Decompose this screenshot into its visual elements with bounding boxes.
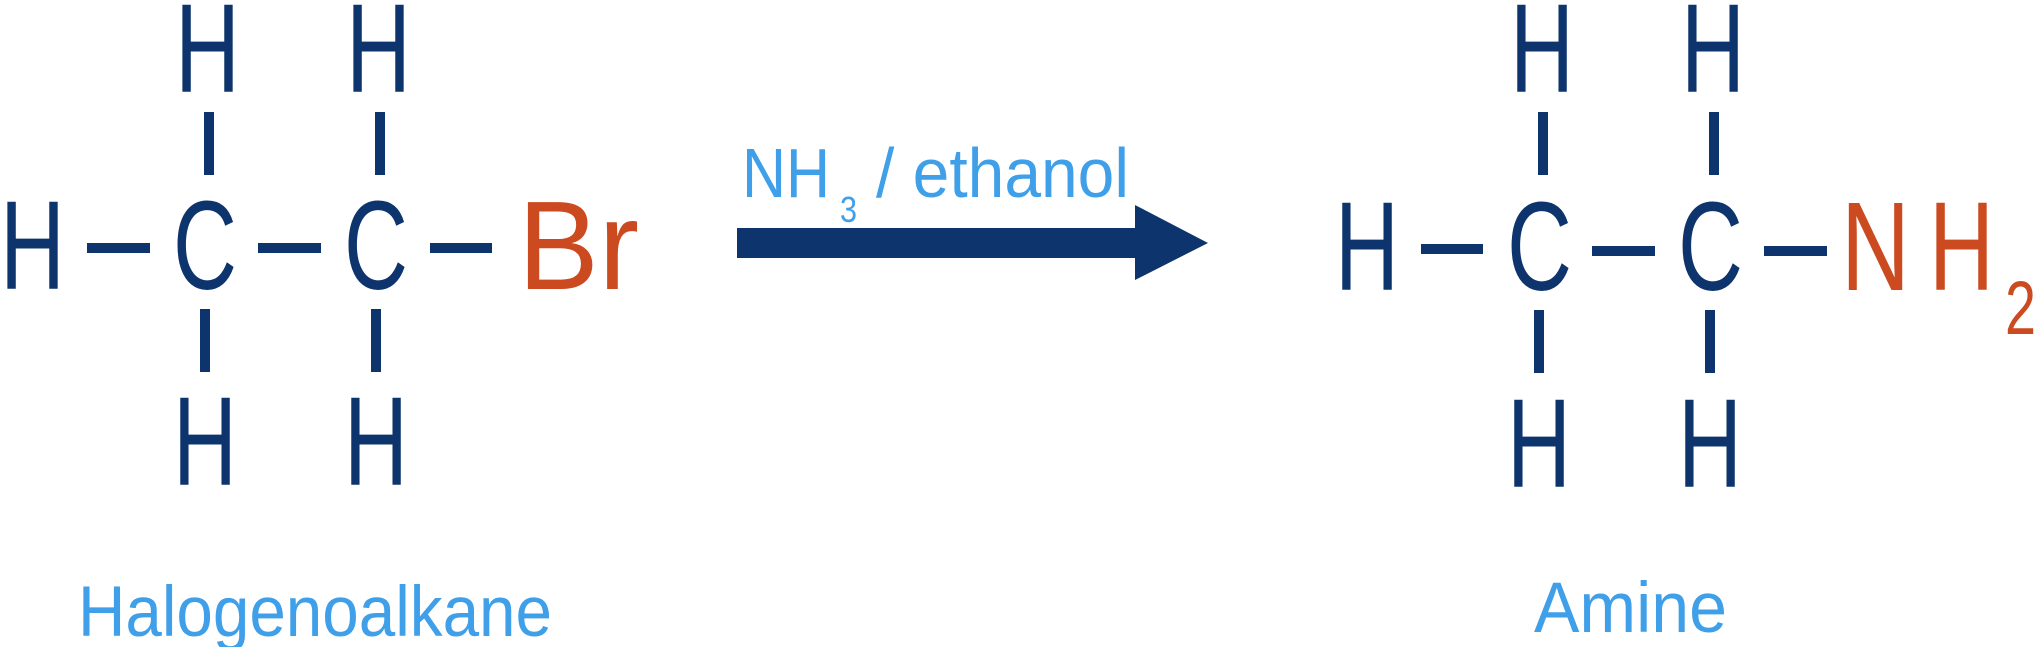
bond-horizontal (1421, 244, 1483, 254)
atom-hydrogen: H (1681, 0, 1745, 119)
reaction-arrow-icon (737, 205, 1208, 280)
atom-carbon: C (1507, 176, 1572, 317)
atom-carbon: C (1678, 176, 1743, 317)
amine-subscript: 2 (2005, 266, 2036, 351)
atom-hydrogen: H (1507, 373, 1571, 514)
atom-hydrogen-amine: H (1929, 176, 1994, 317)
bond-vertical (371, 309, 381, 372)
reagent-formula: NH (742, 134, 830, 212)
atom-carbon: C (344, 175, 408, 316)
reagent-subscript: 3 (840, 189, 857, 230)
bond-horizontal (87, 243, 150, 253)
bond-vertical (200, 309, 210, 372)
atom-hydrogen: H (344, 371, 408, 512)
atom-hydrogen: H (175, 0, 240, 119)
bond-vertical (1705, 310, 1715, 373)
bond-horizontal (430, 243, 492, 253)
bond-horizontal (1592, 246, 1655, 256)
atom-carbon: C (173, 175, 237, 316)
bond-vertical (1534, 310, 1544, 373)
reaction-arrow-group: NH 3 / ethanol (737, 134, 1208, 280)
reagent-conditions: / ethanol (876, 134, 1129, 212)
bond-horizontal (1764, 246, 1827, 256)
product-molecule: H H H C C N H 2 H H Amine (1335, 0, 2036, 647)
reactant-label: Halogenoalkane (78, 573, 552, 647)
bond-horizontal (258, 243, 321, 253)
bond-vertical (1709, 112, 1719, 175)
atom-hydrogen: H (1678, 373, 1742, 514)
bond-vertical (204, 112, 214, 175)
atom-hydrogen: H (346, 0, 411, 119)
atom-bromine: Br (518, 175, 639, 316)
atom-hydrogen: H (1510, 0, 1574, 119)
atom-hydrogen: H (1335, 176, 1399, 317)
atom-hydrogen: H (0, 175, 65, 316)
reactant-molecule: H H H C C Br H H Halogenoalkane (0, 0, 639, 647)
atom-hydrogen: H (173, 371, 237, 512)
bond-vertical (375, 112, 385, 175)
product-label: Amine (1534, 569, 1727, 647)
bond-vertical (1538, 112, 1548, 175)
atom-nitrogen: N (1841, 176, 1910, 317)
